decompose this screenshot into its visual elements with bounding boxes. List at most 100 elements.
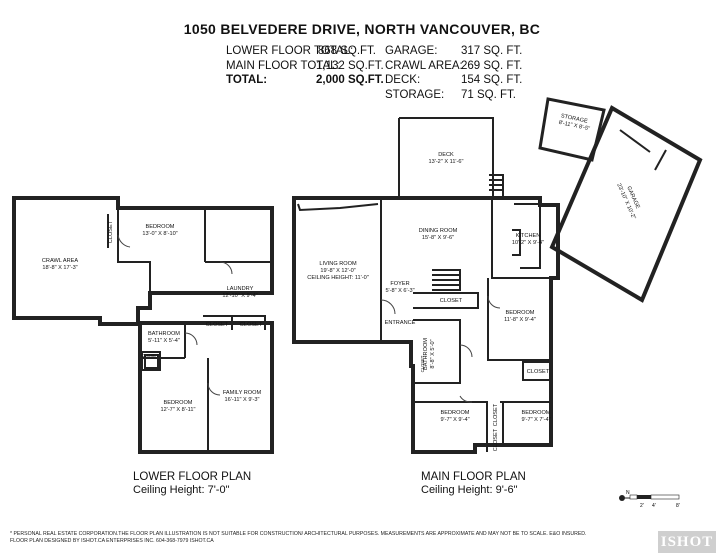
lower-bed2-dim: 12'-7" X 8'-11": [161, 407, 196, 413]
stat-label: GARAGE:: [385, 45, 438, 57]
disclaimer-footer: * PERSONAL REAL ESTATE CORPORATION.THE F…: [10, 531, 587, 545]
lower-closet-label: CLOSET: [141, 353, 159, 358]
main-bed1-label: BEDROOM: [506, 310, 535, 316]
lower-laundry-label: LAUNDRY: [227, 286, 254, 292]
main-bed3-dim: 9'-7" X 7'-4": [521, 417, 550, 423]
main-entrance-label: ENTRANCE: [385, 320, 416, 326]
main-kitchen-dim: 10'-2" X 9'-4": [512, 240, 544, 246]
brand-logo: ISHOT: [658, 531, 716, 553]
main-foyer-dim: 5'-8" X 6'-3": [385, 288, 414, 294]
stat-value: 868 SQ.FT.: [317, 45, 376, 57]
garage-inner: [619, 129, 667, 171]
stat-row: MAIN FLOOR TOTAL:1,132 SQ.FT.: [226, 59, 384, 74]
door-arc: [184, 332, 198, 346]
main-bed1-dim: 11'-8" X 9'-4": [504, 317, 536, 323]
stat-label: DECK:: [385, 74, 421, 86]
main-closet-vertical: [486, 402, 504, 446]
storage-label: STORAGE: [560, 113, 588, 125]
lower-floor-ceiling: Ceiling Height: 7'-0": [133, 484, 230, 496]
lower-crawl-label: CRAWL AREA: [42, 258, 79, 264]
stat-label: CRAWL AREA:: [385, 59, 463, 72]
main-closet-label: CLOSET: [493, 428, 499, 451]
main-deck-outline: [399, 117, 494, 198]
main-kitchen-label: KITCHEN: [516, 233, 541, 239]
lower-closet-label: CLOSET: [240, 322, 263, 328]
scale-segment: [629, 494, 638, 500]
main-floor-title: MAIN FLOOR PLAN: [421, 471, 526, 483]
lower-crawl-wall: [117, 208, 151, 293]
main-bath-wall: [413, 319, 461, 384]
lower-bath-dim: 5'-11" X 5'-4": [148, 338, 180, 344]
lower-bath-tub: [144, 354, 159, 369]
main-deck-stairs: [489, 174, 504, 198]
lower-stair: [141, 351, 161, 371]
main-living-dim: 19'-8" X 12'-0": [320, 268, 355, 274]
main-living-window: [297, 203, 379, 212]
main-bath-label: BATHROOM: [423, 338, 429, 370]
main-kitchen-counter: [512, 203, 541, 269]
stat-value: 2,000 SQ.FT.: [316, 74, 384, 86]
property-address: 1050 BELVEDERE DRIVE, NORTH VANCOUVER, B…: [183, 21, 541, 37]
main-hall-walls: [413, 292, 479, 309]
main-closet-label: CLOSET: [493, 403, 499, 426]
main-floor-ceiling: Ceiling Height: 9'-6": [421, 484, 518, 496]
main-bed3-label: BEDROOM: [522, 410, 551, 416]
main-closet-label: CLOSET: [420, 355, 425, 372]
storage-outline: [538, 97, 606, 162]
main-floor-outline: [292, 196, 560, 454]
door-arc: [117, 234, 131, 248]
designer-line: FLOOR PLAN DESIGNED BY ISHOT.CA ENTERPRI…: [10, 538, 214, 544]
door-arc: [207, 382, 221, 396]
main-kitchen-wall: [491, 198, 551, 279]
stat-label: TOTAL:: [226, 74, 268, 86]
main-dining-label: DINING ROOM: [419, 228, 458, 234]
lower-floor-lower-wing: [138, 321, 274, 454]
main-floor-plan-title: MAIN FLOOR PLAN Ceiling Height: 9'-6": [421, 471, 526, 497]
main-bedroom1-wall: [487, 278, 551, 361]
stat-label: STORAGE:: [385, 88, 445, 101]
north-arrow-icon: [619, 495, 625, 501]
door-arc: [380, 299, 396, 315]
main-closet-label: CLOSET: [440, 298, 463, 304]
main-living-label: LIVING ROOM: [319, 261, 357, 267]
stat-value: 1,132 SQ.FT.: [316, 59, 384, 72]
lower-closet-walls: [203, 315, 266, 330]
door-arc: [459, 395, 473, 403]
main-foyer-label: FOYER: [390, 281, 409, 287]
scale-bar: N 2' 4' 8': [619, 490, 680, 509]
main-closet-walls: [522, 361, 552, 381]
scale-segment: [637, 495, 651, 499]
lower-closet-label: CLOSET: [206, 322, 229, 328]
lower-family-label: FAMILY ROOM: [223, 390, 262, 396]
main-bed2-label: BEDROOM: [441, 410, 470, 416]
door-arc: [219, 261, 233, 275]
lower-bed1-label: BEDROOM: [146, 224, 175, 230]
lower-floor-title: LOWER FLOOR PLAN: [133, 471, 252, 483]
scale-label: 4': [652, 503, 656, 509]
door-arc: [459, 344, 473, 358]
main-deck-label: DECK: [438, 152, 454, 158]
lower-bath-label: BATHROOM: [148, 331, 180, 337]
main-deck-dim: 13'-2" X 11'-6": [429, 159, 464, 165]
lower-bed1-dim: 13'-0" X 8'-10": [142, 231, 177, 237]
lower-closet-label: CLOSET: [108, 220, 114, 243]
disclaimer-line: * PERSONAL REAL ESTATE CORPORATION.THE F…: [10, 531, 587, 537]
scale-label: 8': [676, 503, 680, 509]
lower-laundry-dim: 12'-10" X 9'-4": [222, 293, 257, 299]
lower-family-dim: 16'-11" X 9'-3": [225, 397, 260, 403]
main-bath-dim: 8'-8" X 5'-0": [430, 339, 436, 368]
garage-outline: [549, 105, 703, 303]
stat-row: LOWER FLOOR TOTAL:868 SQ.FT.: [226, 44, 376, 59]
main-dining-dim: 15'-8" X 9'-6": [422, 235, 454, 241]
door-arc: [487, 295, 501, 309]
scale-label: 2': [640, 503, 644, 509]
main-closet-label: CLOSET: [527, 369, 550, 375]
north-label: N: [626, 490, 630, 496]
lower-bed2-label: BEDROOM: [164, 400, 193, 406]
main-living-ceiling: CEILING HEIGHT: 11'-0": [307, 275, 368, 281]
main-foyer-stairs: [432, 269, 461, 291]
stat-row-total: TOTAL: 2,000 SQ.FT.: [226, 73, 384, 88]
main-bed2-dim: 9'-7" X 9'-4": [440, 417, 469, 423]
floor-area-stats: LOWER FLOOR TOTAL:868 SQ.FT. MAIN FLOOR …: [226, 44, 384, 88]
